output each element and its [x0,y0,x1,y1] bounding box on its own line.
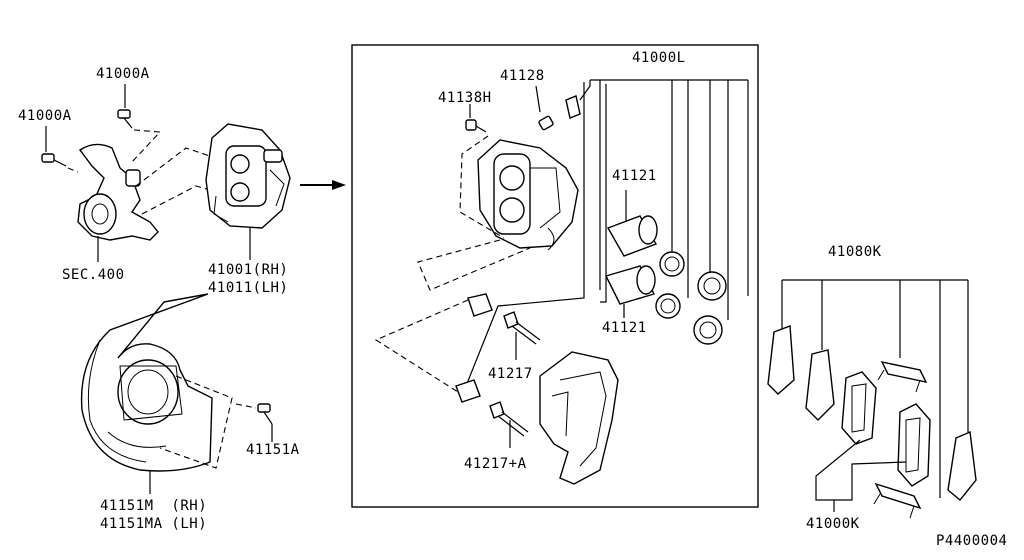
label-41151a: 41151A [246,442,300,458]
seal-2 [655,293,681,319]
leader-knuckle-caliper-2 [141,185,219,215]
arrow-to-detail [300,180,346,190]
label-41001-rh: 41001(RH) [208,262,288,278]
pin-boot-bottom [455,379,481,403]
caliper-body-center [417,135,579,291]
label-41000k: 41000K [806,516,860,532]
pad-outer [897,403,931,487]
label-41138h: 41138H [438,90,492,106]
label-41011-lh: 41011(LH) [208,280,288,296]
bolt-41000a-left [41,126,79,173]
caliper-bracket [539,351,619,485]
label-41121-bottom: 41121 [602,320,647,336]
bolt-41138h [465,104,487,133]
pin-41217 [503,311,541,360]
shim-right [947,430,977,501]
bolt-41151a [235,403,273,442]
label-41080k: 41080K [828,244,882,260]
leader-41000k [815,439,907,512]
clip-bottom [873,482,922,519]
pin-boot-top [467,293,493,317]
label-41217: 41217 [488,366,533,382]
leader-41000l [465,79,749,387]
steering-knuckle [77,143,159,262]
boot-2 [693,315,723,345]
pin-41217a [489,401,529,448]
label-sec-400: SEC.400 [62,267,125,283]
boot-1 [697,271,727,301]
detail-box [351,44,759,508]
label-41000l: 41000L [632,50,686,66]
pad-inner [841,371,877,445]
label-41217a: 41217+A [464,456,527,472]
label-41121-top: 41121 [612,168,657,184]
caliper-assembly-left [205,123,291,260]
leader-knuckle-caliper-1 [135,147,217,187]
shim-2 [805,349,835,421]
bleeder-screw [535,85,581,131]
bolt-41000a-top [117,84,162,163]
label-diagram-id: P4400004 [936,533,1007,549]
dust-shield [80,293,233,494]
label-41151ma-lh: 41151MA (LH) [100,516,207,532]
clip-top [877,361,928,393]
shim-left [767,325,795,395]
leader-pin-dash [374,299,469,393]
seal-1 [659,251,685,277]
label-41000a-top: 41000A [96,66,150,82]
label-41151m-rh: 41151M (RH) [100,498,207,514]
leader-41080k [781,279,969,498]
label-41000a-left: 41000A [18,108,72,124]
piston-bottom [604,265,656,318]
piston-top [606,190,658,257]
label-41128: 41128 [500,68,545,84]
